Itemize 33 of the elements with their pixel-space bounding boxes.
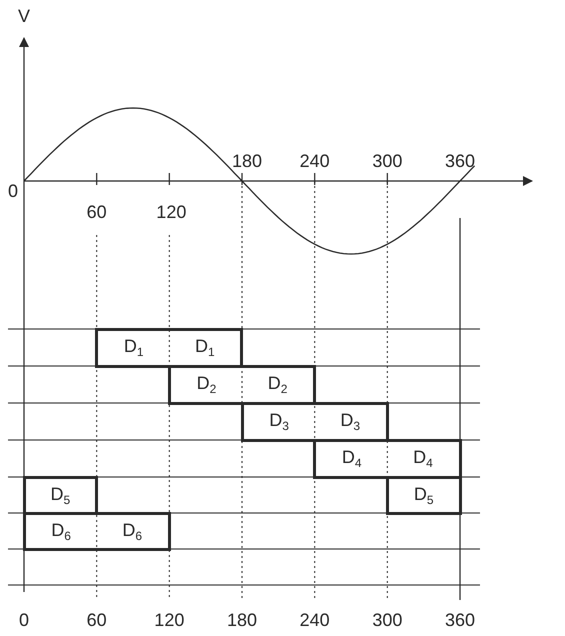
- tick-label: 120: [154, 611, 184, 629]
- conduction-bar: [22, 476, 98, 514]
- tick-label: 240: [300, 152, 330, 170]
- conduction-bar: [95, 328, 244, 368]
- tick-label: 0: [8, 182, 18, 200]
- tick-label: 360: [445, 152, 476, 170]
- tick-label: 300: [372, 611, 402, 629]
- conduction-bar: [168, 364, 316, 404]
- axis-label: V: [18, 7, 30, 25]
- diode-label: D$_{3}$: [340, 411, 360, 432]
- tick-label: 360: [445, 611, 476, 629]
- tick-label: 60: [86, 611, 107, 629]
- diode-label: D$_{2}$: [196, 374, 216, 395]
- diode-label: D$_{6}$: [122, 520, 142, 542]
- diode-label: D$_{1}$: [195, 337, 215, 358]
- diode-label: D$_{6}$: [51, 520, 71, 542]
- diode-label: D$_{2}$: [268, 374, 288, 395]
- conduction-bar: [240, 402, 389, 442]
- diode-label: D$_{1}$: [124, 337, 144, 358]
- diode-label: D$_{4}$: [413, 448, 433, 469]
- diode-label: D$_{5}$: [50, 484, 70, 506]
- tick-label: 180: [232, 152, 262, 170]
- tick-label: 0: [19, 611, 29, 629]
- diode-label: D$_{5}$: [414, 484, 434, 506]
- tick-label: 240: [300, 611, 330, 629]
- diode-label: D$_{3}$: [269, 411, 289, 432]
- tick-label: 300: [372, 152, 402, 170]
- tick-label: 180: [226, 611, 258, 629]
- tick-label: 60: [86, 203, 107, 221]
- tick-label: 120: [156, 203, 186, 221]
- conduction-bar: [22, 512, 171, 550]
- diode-label: D$_{4}$: [342, 448, 362, 469]
- conduction-bar: [313, 438, 462, 478]
